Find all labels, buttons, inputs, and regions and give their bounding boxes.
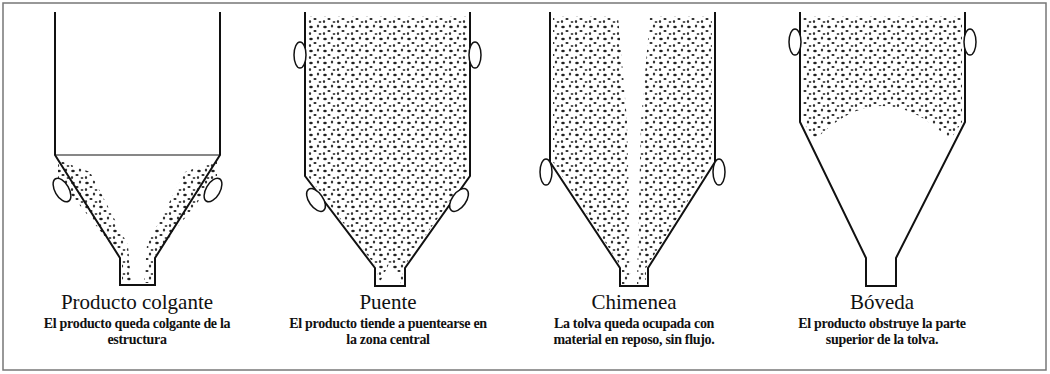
hopper-title: Chimenea — [514, 290, 754, 314]
hopper-description: El producto obstruye la parte superior d… — [775, 316, 990, 348]
hopper-title: Puente — [268, 290, 508, 314]
frame — [3, 3, 1046, 370]
hopper-chimney — [540, 12, 725, 286]
hopper-title: Bóveda — [762, 290, 1002, 314]
hopper-description: El producto queda colgante de la estruct… — [37, 316, 237, 348]
hopper-description: La tolva queda ocupada con material en r… — [532, 316, 737, 348]
hopper-title: Producto colgante — [17, 290, 257, 314]
hopper-bridge — [294, 12, 481, 286]
hopper-description: El producto tiende a puentearse en la zo… — [283, 316, 493, 348]
hopper-hanging — [49, 12, 225, 285]
hopper-vault — [789, 12, 976, 286]
